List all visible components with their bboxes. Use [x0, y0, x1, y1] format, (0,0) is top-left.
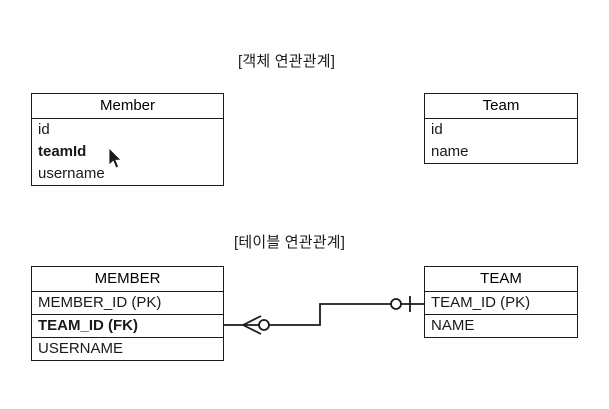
- entity-attribute-list: MEMBER_ID (PK) TEAM_ID (FK) USERNAME: [32, 292, 223, 360]
- mouse-cursor-icon: [108, 148, 122, 169]
- caption-object-relationship: [객체 연관관계]: [238, 53, 336, 70]
- entity-attribute: TEAM_ID (PK): [425, 292, 577, 315]
- entity-attribute: NAME: [431, 317, 475, 334]
- entity-attribute: id: [38, 121, 50, 138]
- entity-attribute: USERNAME: [38, 340, 124, 357]
- entity-attribute-list: id name: [425, 119, 577, 163]
- entity-attribute: TEAM_ID (FK): [32, 315, 223, 338]
- entity-member-object: Member id teamId username: [31, 93, 224, 186]
- entity-member-table: MEMBER MEMBER_ID (PK) TEAM_ID (FK) USERN…: [31, 266, 224, 361]
- entity-team-object: Team id name: [424, 93, 578, 164]
- entity-title: MEMBER: [32, 267, 223, 292]
- entity-attribute: username: [38, 165, 105, 182]
- entity-attribute: id: [431, 121, 443, 138]
- entity-title: TEAM: [425, 267, 577, 292]
- entity-attribute-list: TEAM_ID (PK) NAME: [425, 292, 577, 337]
- entity-attribute: teamId: [38, 143, 87, 160]
- caption-table-relationship: [테이블 연관관계]: [234, 234, 346, 251]
- entity-title: Member: [32, 94, 223, 119]
- entity-team-table: TEAM TEAM_ID (PK) NAME: [424, 266, 578, 338]
- entity-attribute-list: id teamId username: [32, 119, 223, 185]
- entity-attribute: MEMBER_ID (PK): [32, 292, 223, 315]
- entity-title: Team: [425, 94, 577, 119]
- entity-attribute: name: [431, 143, 469, 160]
